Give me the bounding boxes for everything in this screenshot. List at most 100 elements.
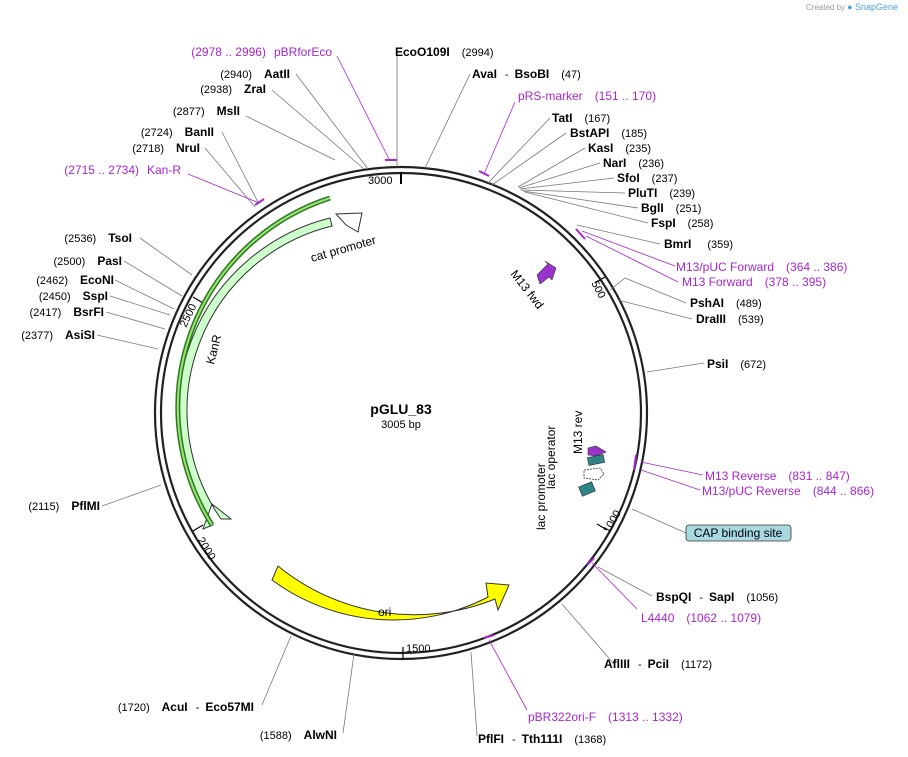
svg-text:(2377)AsiSI: (2377)AsiSI [21, 328, 95, 342]
m13-rev-arrow [587, 445, 607, 457]
svg-text:PsiI(672): PsiI(672) [707, 357, 766, 371]
leader-pbr322ori [488, 639, 528, 711]
lac-operator-label: lac operator [544, 426, 558, 489]
svg-text:(2938)ZraI: (2938)ZraI [200, 82, 266, 96]
svg-text:AflIII-PciI(1172): AflIII-PciI(1172) [604, 657, 712, 671]
enzyme-afliii: AflIII [604, 657, 630, 671]
primer-m13-rev: M13 Reverse [705, 469, 777, 483]
svg-text:(2450)SspI: (2450)SspI [39, 289, 108, 303]
cap-binding-site-label: CAP binding site [694, 526, 783, 540]
snapgene-credit: Created by ● SnapGene [806, 2, 898, 12]
primer-m13-fwd-range: (378 .. 395) [765, 275, 826, 289]
leader-acui [261, 635, 292, 706]
m13-fwd-arrow [536, 260, 557, 285]
enzyme-alwni-pos: (1588) [260, 730, 292, 742]
primer-kan-r-range: (2715 .. 2734) [64, 163, 139, 177]
primer-l4440-range: (1062 .. 1079) [686, 611, 761, 625]
enzyme-acui: AcuI [162, 700, 188, 714]
enzyme-msli: MslI [217, 104, 240, 118]
enzyme-msli-pos: (2877) [173, 106, 205, 118]
leader-bsrfi [105, 311, 166, 330]
leader-bspqi [597, 566, 653, 597]
cap-site-box [578, 481, 596, 497]
enzyme-pluti: PluTI [628, 186, 657, 200]
leader-draiii [617, 299, 693, 320]
tick-2500 [192, 296, 204, 304]
leader-tsoi [139, 237, 193, 276]
enzyme-tati-pos: (167) [584, 113, 610, 125]
enzyme-aatii-pos: (2940) [220, 69, 252, 81]
tick-500 [594, 276, 606, 284]
leader-pshai [609, 277, 687, 304]
leader-econi [114, 279, 175, 310]
svg-text:BspQI-SapI(1056): BspQI-SapI(1056) [656, 590, 778, 604]
leader-msli [245, 115, 336, 161]
enzyme-zrai: ZraI [244, 82, 266, 96]
svg-text:M13/pUC Reverse(844 .. 866): M13/pUC Reverse(844 .. 866) [702, 484, 874, 498]
svg-text:(2115)PflMI: (2115) PflMI [28, 499, 100, 513]
enzyme-nari-pos: (236) [638, 158, 664, 170]
svg-text:L4440(1062 .. 1079): L4440 (1062 .. 1079) [641, 611, 761, 625]
primer-m13-fwd: M13 Forward [682, 275, 753, 289]
svg-text:pBR322ori-F(1313 .. 1332): pBR322ori-F(1313 .. 1332) [528, 710, 683, 724]
primer-l4440: L4440 [641, 611, 675, 625]
svg-text:BstAPI(185): BstAPI(185) [570, 126, 647, 140]
leader-afliii [561, 603, 615, 665]
leader-cap-site [631, 508, 687, 534]
leader-psii [646, 362, 705, 373]
backbone-outer [153, 165, 649, 661]
svg-text:(2715 .. 2734)Kan-R: (2715 .. 2734) Kan-R [64, 163, 181, 177]
leader-bmri [576, 224, 661, 245]
enzyme-avai-sep: - [505, 69, 509, 81]
svg-text:PluTI(239): PluTI (239) [628, 186, 695, 200]
m13-rev-label: M13 rev [571, 411, 585, 454]
leader-m13-fwd [585, 235, 679, 283]
leader-m13-rev [640, 461, 704, 476]
primer-mark-m13puc-fwd [575, 228, 586, 240]
enzyme-pasi: PasI [97, 254, 122, 268]
svg-text:FspI(258): FspI(258) [651, 216, 713, 230]
leader-alwni [342, 653, 355, 734]
leader-prs-marker [483, 101, 516, 175]
enzyme-kasi-pos: (235) [625, 143, 651, 155]
leader-pflfi [470, 651, 478, 737]
leader-banii [221, 131, 260, 205]
svg-text:M13 Forward(378 .. 395): M13 Forward (378 .. 395) [682, 275, 826, 289]
enzyme-sspi: SspI [83, 289, 108, 303]
enzyme-pflmi-pos: (2115) [28, 501, 59, 513]
enzyme-pflmi: PflMI [71, 499, 100, 513]
kanr-outer-arc [175, 195, 331, 527]
enzyme-bgli: BglI [641, 201, 664, 215]
cap-binding-site-box [685, 524, 792, 542]
enzyme-labels-left: (1588)AlwNI (1720)AcuI-Eco57MI (2115) Pfl… [21, 67, 337, 742]
enzyme-avai: AvaI [472, 67, 497, 81]
enzyme-pluti-pos: (239) [669, 188, 695, 200]
svg-text:M13 Reverse(831 .. 847): M13 Reverse(831 .. 847) [705, 469, 850, 483]
svg-text:(2877)MslI: (2877) MslI [173, 104, 240, 118]
leader-kasi [517, 147, 586, 188]
primer-m13puc-fwd-range: (364 .. 386) [786, 260, 847, 274]
primer-kan-r: Kan-R [147, 163, 181, 177]
enzyme-nrui-pos: (2718) [132, 143, 164, 155]
enzyme-econi: EcoNI [80, 273, 114, 287]
enzyme-pshai-pos: (489) [736, 298, 762, 310]
svg-text:(1720)AcuI-Eco57MI: (1720)AcuI-Eco57MI [118, 700, 254, 714]
svg-text:(1588)AlwNI: (1588)AlwNI [260, 728, 337, 742]
svg-text:TatI(167): TatI(167) [552, 111, 610, 125]
tick-1000 [596, 523, 608, 531]
enzyme-draiii-pos: (539) [738, 314, 764, 326]
ori-label: ori [378, 605, 391, 619]
enzyme-bspqi-sep: - [699, 592, 703, 604]
tick-label-500: 500 [588, 279, 607, 301]
svg-text:BmrI(359): BmrI(359) [664, 237, 733, 251]
primer-prs-marker-range: (151 .. 170) [595, 89, 656, 103]
enzyme-sfoi-pos: (237) [652, 173, 678, 185]
enzyme-fspi: FspI [651, 216, 676, 230]
primer-mark-m13-rev [633, 454, 637, 471]
leader-pluti [520, 189, 626, 194]
enzyme-eco57mi: Eco57MI [205, 700, 254, 714]
enzyme-aatii: AatII [264, 67, 290, 81]
leader-m13puc-rev [640, 469, 701, 491]
primer-labels: (2978 .. 2996)pBRforEco pRS-marker(151 .… [64, 45, 874, 724]
